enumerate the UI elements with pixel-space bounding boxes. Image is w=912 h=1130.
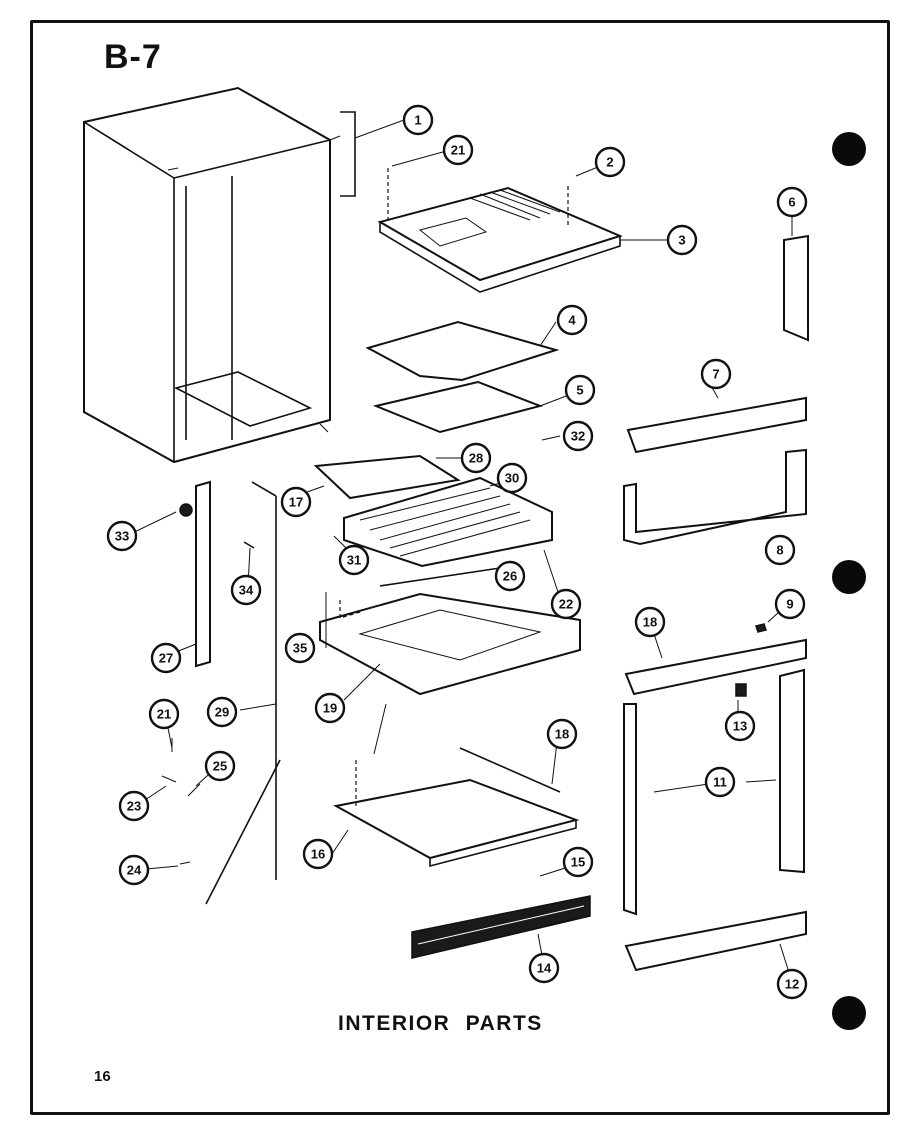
- callout-19: 19: [314, 692, 346, 724]
- callout-number: 7: [712, 367, 719, 382]
- callout-number: 4: [568, 313, 576, 328]
- callout-number: 9: [786, 597, 793, 612]
- callout-1: 1: [402, 104, 434, 136]
- callout-number: 5: [576, 383, 583, 398]
- grille-part: [411, 895, 591, 959]
- door-bins-part: [623, 234, 809, 972]
- callout-number: 6: [788, 195, 795, 210]
- diagram-caption: INTERIOR PARTS: [338, 1012, 543, 1035]
- callout-13: 13: [724, 710, 756, 742]
- callout-18: 18: [634, 606, 666, 638]
- callout-32: 32: [562, 420, 594, 452]
- callout-30: 30: [496, 462, 528, 494]
- callout-4: 4: [556, 304, 588, 336]
- callout-number: 18: [643, 615, 657, 630]
- callout-number: 27: [159, 651, 173, 666]
- binder-hole-icon: [832, 996, 866, 1030]
- callout-21: 21: [148, 698, 180, 730]
- callout-15: 15: [562, 846, 594, 878]
- callout-35: 35: [284, 632, 316, 664]
- callout-number: 1: [414, 113, 421, 128]
- callout-34: 34: [230, 574, 262, 606]
- leader-lines: [125, 119, 793, 983]
- callout-number: 23: [127, 799, 141, 814]
- callout-number: 35: [293, 641, 307, 656]
- callout-5: 5: [564, 374, 596, 406]
- callout-22: 22: [550, 588, 582, 620]
- callout-number: 16: [311, 847, 325, 862]
- callout-number: 13: [733, 719, 747, 734]
- top-shelf-part: [377, 168, 623, 293]
- callout-12: 12: [776, 968, 808, 1000]
- callout-21: 21: [442, 134, 474, 166]
- callout-number: 18: [555, 727, 569, 742]
- callout-18: 18: [546, 718, 578, 750]
- callout-6: 6: [776, 186, 808, 218]
- evaporator-part: [313, 454, 581, 696]
- callout-number: 26: [503, 569, 517, 584]
- callout-number: 12: [785, 977, 799, 992]
- cabinet-part: [83, 86, 356, 464]
- callout-31: 31: [338, 544, 370, 576]
- callout-28: 28: [460, 442, 492, 474]
- callout-number: 19: [323, 701, 337, 716]
- page-border: [30, 20, 890, 1115]
- callout-14: 14: [528, 952, 560, 984]
- callout-number: 14: [537, 961, 552, 976]
- callout-24: 24: [118, 854, 150, 886]
- callout-number: 21: [451, 143, 465, 158]
- section-code: B-7: [104, 38, 162, 76]
- callout-number: 32: [571, 429, 585, 444]
- shelf-sheets-part: [365, 320, 560, 434]
- callout-11: 11: [704, 766, 736, 798]
- callout-number: 28: [469, 451, 483, 466]
- callout-9: 9: [774, 588, 806, 620]
- callout-number: 31: [347, 553, 361, 568]
- callout-17: 17: [280, 486, 312, 518]
- door-strip-part: [161, 480, 281, 905]
- callout-2: 2: [594, 146, 626, 178]
- callout-number: 25: [213, 759, 227, 774]
- callout-number: 15: [571, 855, 585, 870]
- callout-number: 22: [559, 597, 573, 612]
- callout-25: 25: [204, 750, 236, 782]
- callout-7: 7: [700, 358, 732, 390]
- callout-26: 26: [494, 560, 526, 592]
- callout-27: 27: [150, 642, 182, 674]
- callout-number: 33: [115, 529, 129, 544]
- callout-number: 34: [239, 583, 254, 598]
- callout-number: 29: [215, 705, 229, 720]
- callout-number: 11: [713, 775, 727, 790]
- callout-number: 2: [606, 155, 613, 170]
- callout-number: 8: [776, 543, 783, 558]
- callout-number: 3: [678, 233, 685, 248]
- callout-8: 8: [764, 534, 796, 566]
- callout-33: 33: [106, 520, 138, 552]
- binder-hole-icon: [832, 560, 866, 594]
- drip-tray-part: [333, 747, 580, 868]
- callout-23: 23: [118, 790, 150, 822]
- callout-number: 17: [289, 495, 303, 510]
- callout-3: 3: [666, 224, 698, 256]
- callout-number: 21: [157, 707, 171, 722]
- callout-16: 16: [302, 838, 334, 870]
- callout-29: 29: [206, 696, 238, 728]
- callout-number: 24: [127, 863, 142, 878]
- binder-hole-icon: [832, 132, 866, 166]
- callout-number: 30: [505, 471, 519, 486]
- page-number: 16: [94, 1068, 111, 1085]
